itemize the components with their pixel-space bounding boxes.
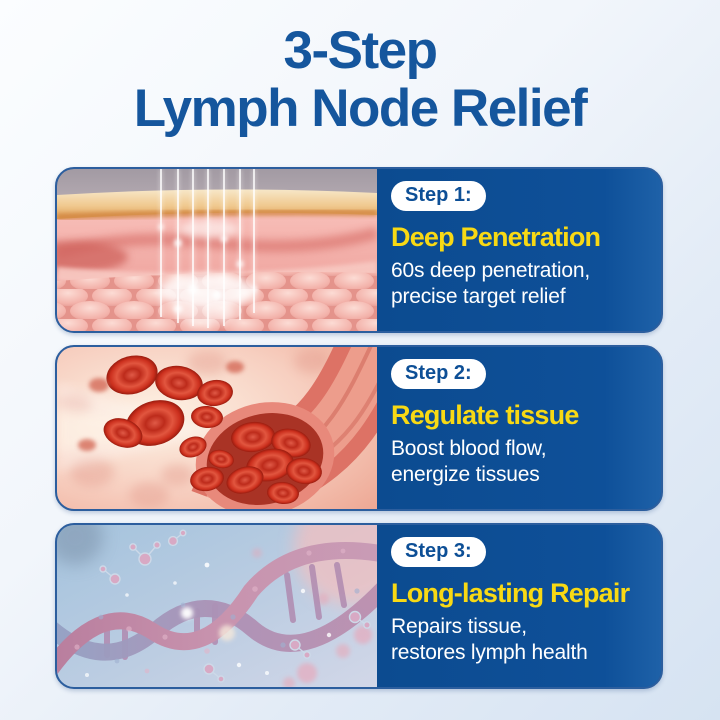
step-cards: Step 1: Deep Penetration 60s deep penetr… <box>55 167 663 689</box>
step-card-2: Step 2: Regulate tissue Boost blood flow… <box>55 345 663 511</box>
step-heading: Regulate tissue <box>391 400 579 430</box>
step-description-line-1: Repairs tissue, <box>391 615 527 638</box>
step-panel-1: Step 1: Deep Penetration 60s deep penetr… <box>377 169 661 331</box>
step-heading: Deep Penetration <box>391 222 601 252</box>
step-card-3: Step 3: Long-lasting Repair Repairs tiss… <box>55 523 663 689</box>
step-card-1: Step 1: Deep Penetration 60s deep penetr… <box>55 167 663 333</box>
step-description: Boost blood flow, energize tissues <box>391 436 661 488</box>
step-description-line-2: restores lymph health <box>391 641 588 665</box>
step-badge: Step 1: <box>391 181 486 211</box>
step-description: 60s deep penetration, precise target reli… <box>391 258 661 310</box>
blood-flow-image <box>57 347 377 509</box>
step-description-line-2: precise target relief <box>391 285 566 309</box>
step-heading: Long-lasting Repair <box>391 578 630 608</box>
dna-helix-image <box>57 525 377 687</box>
step-description-line-2: energize tissues <box>391 463 540 487</box>
step-badge: Step 2: <box>391 359 486 389</box>
step-panel-3: Step 3: Long-lasting Repair Repairs tiss… <box>377 525 661 687</box>
skin-penetration-image <box>57 169 377 331</box>
step-panel-2: Step 2: Regulate tissue Boost blood flow… <box>377 347 661 509</box>
step-description-line-1: Boost blood flow, <box>391 437 547 460</box>
step-description: Repairs tissue, restores lymph health <box>391 614 661 666</box>
title-line-1: 3-Step <box>283 21 438 80</box>
step-description-line-1: 60s deep penetration, <box>391 259 590 282</box>
title-line-2: Lymph Node Relief <box>133 79 588 139</box>
step-badge: Step 3: <box>391 537 486 567</box>
